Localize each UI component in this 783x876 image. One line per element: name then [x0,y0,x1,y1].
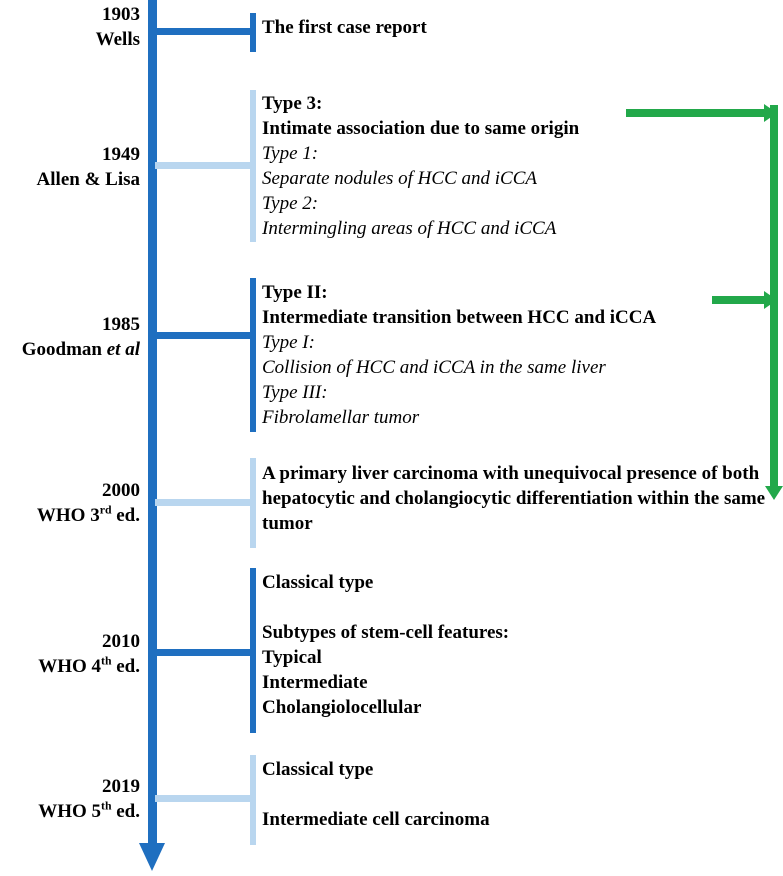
green-link-vertical-shaft [770,105,778,488]
era-content-1949: Type 3: Intimate association due to same… [262,91,579,241]
era-line: Intimate association due to same origin [262,118,580,139]
era-line: Typical [262,647,322,668]
era-line: Fibrolamellar tumor [262,407,420,428]
era-line: Type 3: [262,93,323,114]
era-line: Intermingling areas of HCC and iCCA [262,218,557,239]
era-line: Type I: [262,332,315,353]
main-timeline-axis [148,0,157,845]
era-line: The first case report [262,17,427,38]
era-label-1985: 1985 Goodman et al [0,312,140,362]
era-connector-2019 [155,795,253,802]
era-line: Cholangiolocellular [262,697,422,718]
era-label-2019: 2019 WHO 5th ed. [0,774,140,824]
era-source-suffix: ed. [111,801,140,822]
era-bar-2000 [250,458,256,548]
green-link-arrow-1949-shaft [626,109,772,117]
era-label-1903: 1903 Wells [0,2,140,52]
era-source-name: WHO 4 [38,656,102,677]
era-source-etal: et al [106,339,140,360]
green-link-down-arrow-head-icon [765,486,783,500]
era-source-name: WHO 5 [38,801,102,822]
era-year: 1985 [102,314,140,335]
era-line-spacer [262,595,509,620]
era-content-2010: Classical type Subtypes of stem-cell fea… [262,570,509,720]
era-connector-1949 [155,162,253,169]
era-source: WHO 4th ed. [0,654,140,679]
era-source-ordinal: rd [99,503,112,517]
era-line: Classical type [262,759,374,780]
era-year: 1903 [102,4,140,25]
era-content-2000: A primary liver carcinoma with unequivoc… [262,461,782,536]
era-source: Wells [95,29,140,50]
era-line: Classical type [262,572,374,593]
era-line: Intermediate cell carcinoma [262,809,490,830]
timeline-down-arrow-icon [139,843,165,871]
era-year: 2000 [102,480,140,501]
era-line: Intermediate [262,672,368,693]
era-connector-1903 [155,28,253,35]
era-line: Type II: [262,282,328,303]
era-connector-2000 [155,499,253,506]
era-bar-1949 [250,90,256,242]
era-source-name: Goodman [21,339,107,360]
era-source: Goodman et al [0,337,140,362]
era-line: Collision of HCC and iCCA in the same li… [262,357,606,378]
era-source: Allen & Lisa [36,169,140,190]
era-connector-1985 [155,332,253,339]
era-source-suffix: ed. [111,656,140,677]
era-line: Type 1: [262,143,319,164]
era-line: Type 2: [262,193,319,214]
era-line: A primary liver carcinoma with unequivoc… [262,463,766,534]
era-label-2000: 2000 WHO 3rd ed. [0,478,140,528]
era-connector-2010 [155,649,253,656]
era-year: 2019 [102,776,140,797]
era-line-spacer [262,782,490,807]
era-content-2019: Classical type Intermediate cell carcino… [262,757,490,832]
era-bar-1903 [250,13,256,52]
era-source-suffix: ed. [111,505,140,526]
era-bar-2019 [250,755,256,845]
era-source: WHO 5th ed. [0,799,140,824]
era-bar-1985 [250,278,256,432]
era-line: Separate nodules of HCC and iCCA [262,168,537,189]
era-source: WHO 3rd ed. [0,503,140,528]
era-content-1985: Type II: Intermediate transition between… [262,280,656,430]
era-source-name: WHO 3 [36,505,100,526]
era-source-ordinal: th [101,799,112,813]
era-line: Type III: [262,382,328,403]
era-line: Subtypes of stem-cell features: [262,622,510,643]
era-bar-2010 [250,568,256,733]
green-link-arrow-1985-shaft [712,296,772,304]
era-source-ordinal: th [101,654,112,668]
era-year: 1949 [102,144,140,165]
era-line: Intermediate transition between HCC and … [262,307,657,328]
era-year: 2010 [102,631,140,652]
era-label-1949: 1949 Allen & Lisa [0,142,140,192]
era-label-2010: 2010 WHO 4th ed. [0,629,140,679]
era-content-1903: The first case report [262,15,427,40]
